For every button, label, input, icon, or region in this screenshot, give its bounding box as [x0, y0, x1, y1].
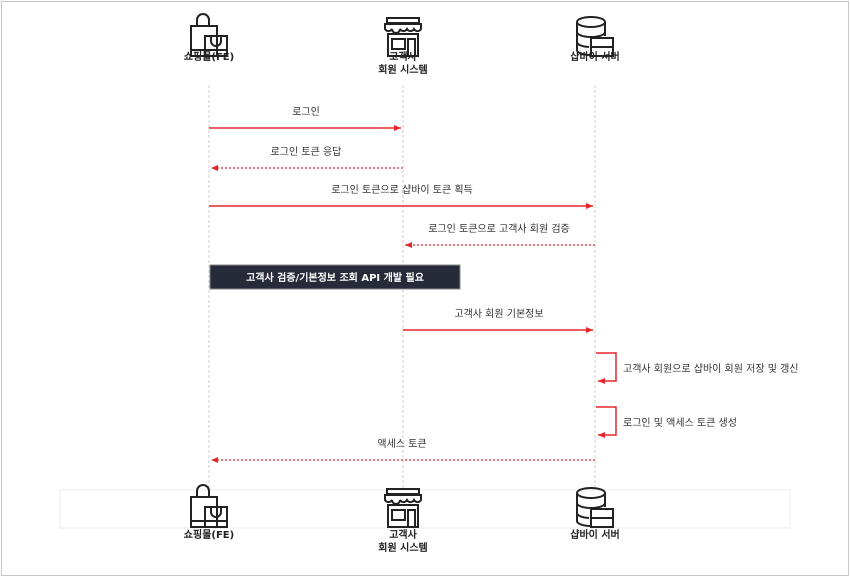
participant-label: 고객사 [389, 528, 417, 541]
shopping-bag-icon [190, 484, 228, 528]
storefront-icon [384, 17, 422, 57]
message: 로그인 토큰으로 고객사 회원 검증 [405, 223, 595, 248]
message: 액세스 토큰 [211, 438, 595, 463]
note-text: 고객사 검증/기본정보 조회 API 개발 필요 [246, 271, 424, 284]
storefront-icon [384, 488, 422, 528]
participant-label: 고객사 [389, 50, 417, 63]
message: 로그인 토큰으로 샵바이 토큰 획득 [209, 184, 593, 209]
message-label: 로그인 토큰으로 고객사 회원 검증 [428, 223, 570, 235]
message: 고객사 회원으로 샵바이 회원 저장 및 갱신 [596, 352, 798, 384]
shopping-bag-icon [190, 13, 228, 57]
message: 로그인 및 액세스 토큰 생성 [596, 406, 737, 438]
message-label: 고객사 회원 기본정보 [454, 308, 543, 320]
participant-shopby: 샵바이 서버 [570, 487, 620, 541]
message-label: 액세스 토큰 [377, 438, 426, 450]
participant-shopby: 샵바이 서버 [570, 16, 620, 63]
message-label: 고객사 회원으로 샵바이 회원 저장 및 갱신 [623, 363, 798, 375]
participant-label: 샵바이 서버 [570, 528, 619, 541]
participant-label: 회원 시스템 [378, 541, 427, 554]
bottom-participant-band [59, 489, 791, 529]
message-label: 로그인 토큰으로 샵바이 토큰 획득 [331, 184, 473, 196]
participant-label: 샵바이 서버 [570, 50, 619, 63]
database-server-icon [576, 16, 614, 57]
participant-shop: 쇼핑몰(FE) [184, 484, 234, 541]
self-arrow [596, 406, 617, 438]
participant-label: 쇼핑몰(FE) [184, 50, 234, 63]
message: 고객사 회원 기본정보 [403, 308, 593, 333]
participant-label: 회원 시스템 [378, 63, 427, 76]
note-box: 고객사 검증/기본정보 조회 API 개발 필요 [209, 264, 461, 290]
message-label: 로그인 [292, 106, 320, 118]
self-arrow [596, 352, 617, 384]
message-label: 로그인 토큰 응답 [271, 146, 342, 158]
participant-label: 쇼핑몰(FE) [184, 528, 234, 541]
message: 로그인 [209, 106, 401, 131]
message: 로그인 토큰 응답 [211, 146, 403, 171]
participant-shop: 쇼핑몰(FE) [184, 13, 234, 63]
message-label: 로그인 및 액세스 토큰 생성 [623, 417, 737, 429]
database-server-icon [576, 487, 614, 528]
